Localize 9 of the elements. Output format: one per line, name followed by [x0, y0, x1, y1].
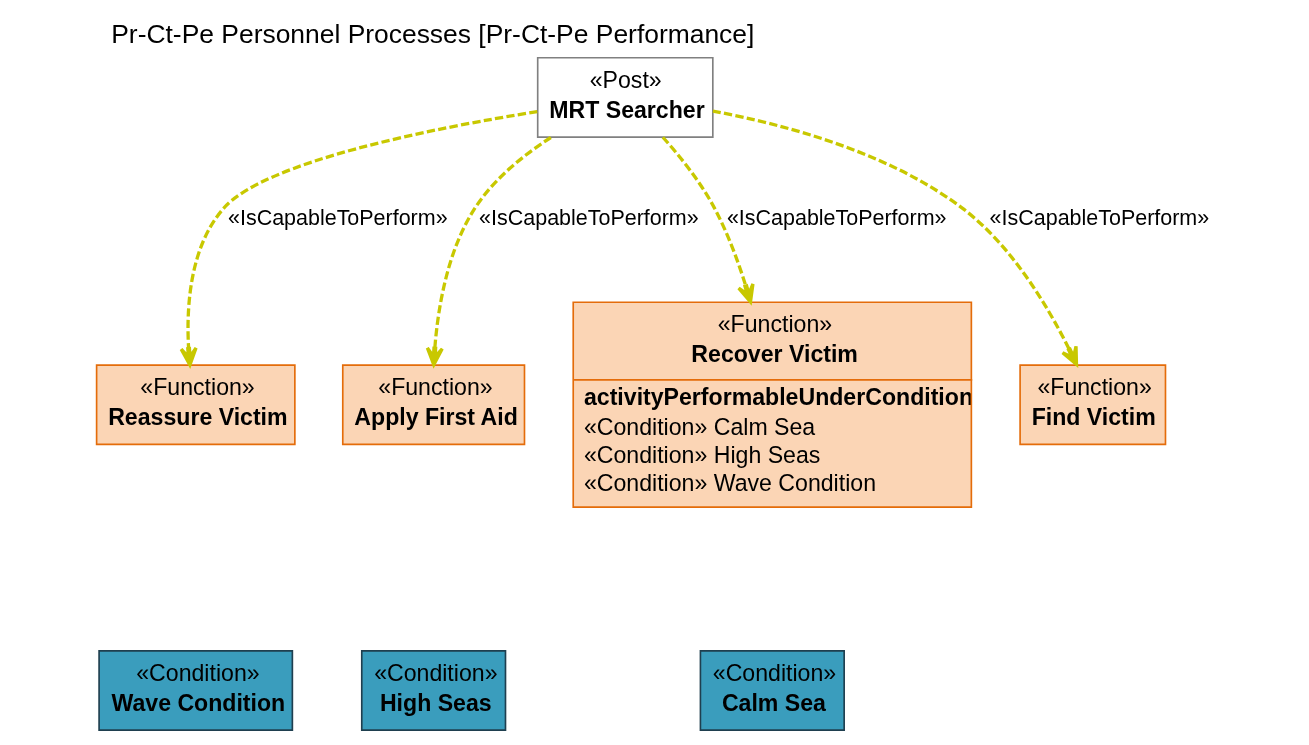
edge-label: «IsCapableToPerform» [726, 206, 947, 231]
edge-label: «IsCapableToPerform» [989, 206, 1209, 231]
arrow [712, 109, 1078, 367]
arrow [661, 136, 755, 304]
diagram-title: Pr-Ct-Pe Personnel Processes [Pr-Ct-Pe Performance] [110, 18, 754, 49]
edge-label: «IsCapableToPerform» [227, 206, 448, 231]
arrow [425, 136, 552, 367]
arrow [179, 109, 538, 367]
edge-label: «IsCapableToPerform» [478, 206, 699, 231]
